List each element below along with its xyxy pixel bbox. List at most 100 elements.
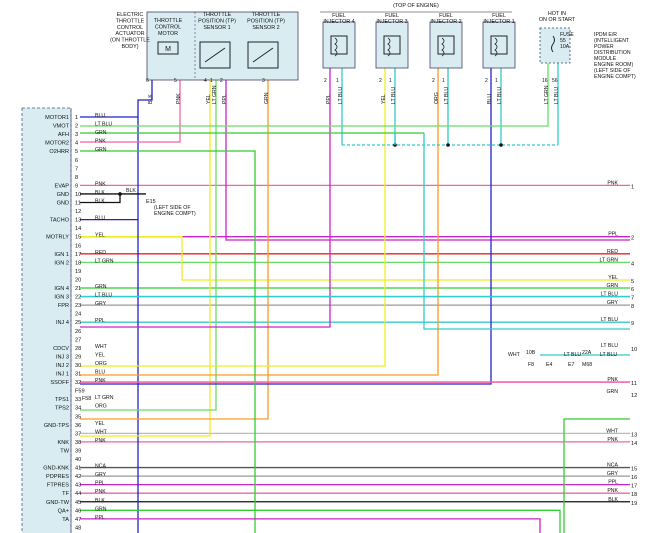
ecm-pin-number: 15 bbox=[75, 235, 81, 241]
top-pin-number: 1 bbox=[442, 78, 445, 84]
injector-label: INJECTOR 1 bbox=[483, 19, 514, 25]
motor-symbol bbox=[157, 41, 179, 55]
right-connector-number: 18 bbox=[631, 492, 637, 498]
ipdm-label: ENGINE ROOM) bbox=[594, 62, 633, 68]
ign3-wire bbox=[423, 133, 630, 330]
ground-wire bbox=[80, 193, 121, 204]
top-wire-color: ORG bbox=[434, 92, 440, 104]
ecm-pin-number: 32 bbox=[75, 380, 81, 386]
top-wire-color: LT BLU bbox=[444, 87, 450, 104]
inj4-wire bbox=[80, 68, 331, 328]
ecm-pin-number: 11 bbox=[75, 201, 81, 207]
ecm-pin-number: 44 bbox=[75, 491, 81, 497]
ecm-pin-number: 31 bbox=[75, 372, 81, 378]
ecm-pin-label: GND-TPS bbox=[44, 423, 69, 429]
right-connector-number: 6 bbox=[631, 287, 634, 293]
top-wire-color: LT GRN bbox=[212, 85, 218, 104]
top-wire-color: PPL bbox=[326, 94, 332, 104]
ecm-pin-label: TA bbox=[62, 517, 69, 523]
ecm-wire-color: LT BLU bbox=[95, 293, 112, 299]
o2hrr-wire bbox=[80, 150, 256, 533]
top-wire-color: PNK bbox=[176, 93, 182, 104]
ecm-pin-label: INJ 1 bbox=[56, 372, 69, 378]
splice-dot bbox=[446, 143, 450, 147]
right-connector-number: 12 bbox=[631, 393, 637, 399]
ecm-pin-label: CDCV bbox=[53, 346, 69, 352]
ecm-pin-number: 10 bbox=[75, 192, 81, 198]
tps1-wire bbox=[80, 80, 217, 411]
injector-label: FUEL bbox=[332, 13, 346, 19]
ecm-pin-number: 42 bbox=[75, 474, 81, 480]
throttle-body-box bbox=[146, 11, 299, 81]
fuse-label: 10A bbox=[560, 44, 570, 50]
top-of-engine-title: (TOP OF ENGINE) bbox=[393, 3, 439, 9]
right-connector-number: 4 bbox=[631, 261, 634, 267]
ecm-wire-color: WHT bbox=[95, 344, 108, 350]
motor1-wire bbox=[80, 80, 153, 118]
ecm-wire-color: PNK bbox=[95, 378, 106, 384]
right-wire-color: RED bbox=[607, 249, 618, 255]
gnd-tps-wire bbox=[80, 80, 211, 437]
ecm-wire-color: YEL bbox=[95, 352, 105, 358]
ecm-pin-number: 41 bbox=[75, 466, 81, 472]
ecm-pin-number: 19 bbox=[75, 269, 81, 275]
ecm-pin-label: FTPRES bbox=[47, 483, 69, 489]
right-wire-color: GRN bbox=[606, 283, 618, 289]
fuse-label: 55 bbox=[560, 38, 566, 44]
right-wire-color: YEL bbox=[608, 275, 618, 281]
ecm-pin-number: 30 bbox=[75, 363, 81, 369]
hot-in-label: HOT IN bbox=[548, 11, 566, 17]
motor-label: THROTTLE bbox=[154, 18, 183, 24]
ecm-pin-label: GND-KNK bbox=[43, 466, 69, 472]
ecm-wire-color: ORG bbox=[95, 404, 107, 410]
ecm-wire-color: YEL bbox=[95, 421, 105, 427]
top-pin-number: 1 bbox=[389, 78, 392, 84]
right-wire-color: BLK bbox=[608, 497, 618, 503]
ecm-pin-number: 24 bbox=[75, 312, 81, 318]
row10-label: 22A bbox=[582, 350, 592, 356]
ipdm-label: IPDM E/R bbox=[594, 32, 617, 38]
right-connector-number: 13 bbox=[631, 432, 637, 438]
injector-label: FUEL bbox=[385, 13, 399, 19]
splice-dot bbox=[499, 143, 503, 147]
actuator-label: ACTUATOR bbox=[115, 31, 144, 37]
ecm-pin-number: 1 bbox=[75, 115, 78, 121]
right-wire-color: LT BLU bbox=[601, 317, 618, 323]
ipdm-label: DISTRIBUTION bbox=[594, 50, 631, 56]
ecm-pin-label: MOTOR1 bbox=[45, 115, 69, 121]
right-connector-number: 15 bbox=[631, 467, 637, 473]
injector-label: INJECTOR 2 bbox=[430, 19, 461, 25]
ecm-pin-number: 3 bbox=[75, 132, 78, 138]
component-boxes bbox=[21, 11, 571, 533]
ipdm-box bbox=[539, 27, 571, 64]
tp1-symbol bbox=[199, 41, 231, 69]
ecm-pin-label: TPS2 bbox=[55, 406, 69, 412]
ecm-pin-number: 23 bbox=[75, 303, 81, 309]
ecm-pin-number: 14 bbox=[75, 226, 81, 232]
coil-winding-icon bbox=[334, 37, 338, 57]
ecm-pin-number: 5 bbox=[75, 149, 78, 155]
ecm-pin-label: IGN 1 bbox=[54, 252, 69, 258]
top-pin-number: 4 bbox=[204, 78, 207, 84]
right-connector-number: 9 bbox=[631, 321, 634, 327]
top-wire-color: GRN bbox=[264, 92, 270, 104]
right-connector-number: 19 bbox=[631, 501, 637, 507]
ecm-pin-label: TF bbox=[62, 491, 69, 497]
ecm-pin-label: QA+ bbox=[58, 508, 69, 514]
top-wire-color: YEL bbox=[381, 94, 387, 104]
injector-coil-icon bbox=[383, 35, 401, 55]
row10-label: WHT bbox=[508, 352, 521, 358]
top-pin-number: 1 bbox=[210, 78, 213, 84]
row10-label: LT BLU bbox=[564, 352, 581, 358]
right-wire-color: LT GRN bbox=[599, 257, 618, 263]
coil-winding-icon bbox=[441, 37, 445, 57]
ecm-pin-label: AFH bbox=[58, 132, 69, 138]
ecm-pin-label: INJ 3 bbox=[56, 354, 69, 360]
top-pin-number: 2 bbox=[220, 78, 223, 84]
top-pin-number: 6 bbox=[146, 78, 149, 84]
ecm-pin-number: 48 bbox=[75, 525, 81, 531]
tp2-symbol bbox=[247, 41, 279, 69]
coil-winding-icon bbox=[387, 37, 391, 57]
